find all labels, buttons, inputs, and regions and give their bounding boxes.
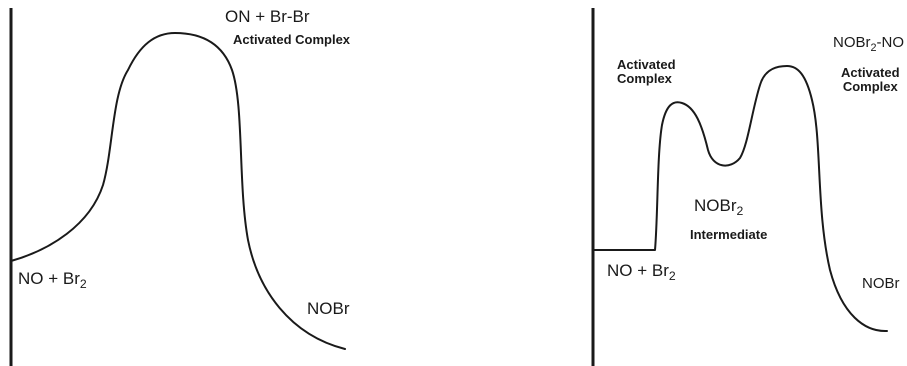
two-step-energy-curve-svg xyxy=(591,8,888,366)
left-product-label: NOBr xyxy=(307,299,350,318)
right-second-activated-complex-label: Activated Complex xyxy=(841,65,900,95)
left-transition-species-label: ON + Br-Br xyxy=(225,7,310,26)
right-first-activated-complex-label: Activated Complex xyxy=(617,57,676,87)
right-intermediate-species-label: NOBr2 xyxy=(694,196,744,219)
right-product-label: NOBr xyxy=(862,275,900,292)
right-reaction-curve xyxy=(592,65,888,333)
right-reactants-label: NO + Br2 xyxy=(607,261,676,284)
single-step-energy-diagram: NO + Br2 ON + Br-Br Activated Complex NO… xyxy=(0,0,450,366)
left-reaction-curve xyxy=(10,32,346,350)
left-activated-complex-label: Activated Complex xyxy=(233,32,351,47)
right-intermediate-caption-label: Intermediate xyxy=(690,227,768,242)
left-reactants-label: NO + Br2 xyxy=(18,269,87,292)
right-second-species-label: NOBr2-NO xyxy=(833,34,905,54)
two-step-energy-diagram: NO + Br2 Activated Complex NOBr2 Interme… xyxy=(580,0,907,366)
single-step-energy-curve-svg xyxy=(9,8,346,366)
